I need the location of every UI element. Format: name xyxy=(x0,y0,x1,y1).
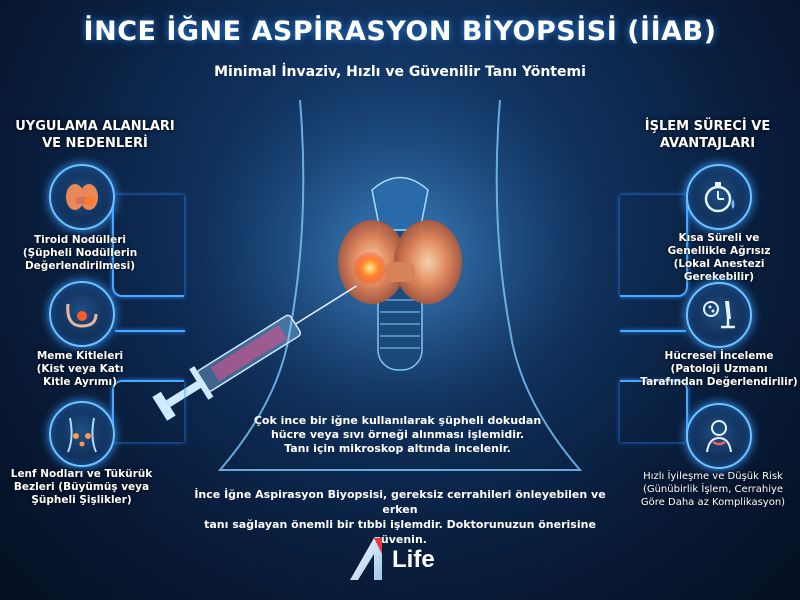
larynx xyxy=(371,176,429,231)
thyroid-isthmus xyxy=(385,262,415,282)
right-section-title: İŞLEM SÜRECİ VE AVANTAJLARI xyxy=(615,118,800,152)
connector-right-1 xyxy=(620,195,688,297)
logo-text: Life xyxy=(392,546,435,573)
right-title-line-2: AVANTAJLARI xyxy=(659,136,756,151)
left-title-line-1: UYGULAMA ALANLARI xyxy=(15,119,175,134)
neck-recovery-icon xyxy=(686,403,752,469)
life-logo: Life xyxy=(340,530,460,590)
left-title-line-2: VE NEDENLERİ xyxy=(42,136,148,151)
page-subtitle: Minimal İnvaziv, Hızlı ve Güvenilir Tanı… xyxy=(214,64,586,80)
bottom-note: İnce İğne Aspirasyon Biyopsisi, gereksiz… xyxy=(194,488,606,546)
neck-outline xyxy=(217,99,583,471)
left-item-3-label: Lenf Nodları ve Tükürük Bezleri (Büyümüş… xyxy=(10,468,153,506)
thyroid-right-lobe xyxy=(394,220,462,304)
lymph-node-icon xyxy=(49,401,115,467)
thyroid-icon xyxy=(49,164,115,230)
right-item-1-label: Kısa Süreli ve Genellikle Ağrısız (Lokal… xyxy=(667,232,771,283)
procedure-description: Çok ince bir iğne kullanılarak şüpheli d… xyxy=(253,414,542,455)
left-section-title: UYGULAMA ALANLARI VE NEDENLERİ xyxy=(0,118,190,152)
microscope-icon xyxy=(686,282,752,348)
stopwatch-icon xyxy=(686,164,752,230)
connector-left-2 xyxy=(115,330,185,332)
syringe-icon xyxy=(152,285,357,421)
connector-left-1 xyxy=(112,195,184,297)
page-title: İNCE İĞNE ASPİRASYON BİYOPSİSİ (İİAB) xyxy=(83,16,717,47)
nodule xyxy=(354,252,386,284)
connector-left-3 xyxy=(112,380,184,442)
right-item-3-label: Hızlı İyileşme ve Düşük Risk (Günübirlik… xyxy=(640,471,786,508)
right-title-line-1: İŞLEM SÜRECİ VE xyxy=(644,119,771,134)
left-item-1-label: Tiroid Nodülleri (Şüpheli Nodüllerin Değ… xyxy=(22,234,138,272)
logo-mark-icon xyxy=(350,538,382,580)
breast-icon xyxy=(49,281,115,347)
connector-right-2 xyxy=(620,330,686,332)
connector-right-3 xyxy=(620,380,688,442)
right-item-2-label: Hücresel İnceleme (Patoloji Uzmanı Taraf… xyxy=(640,350,798,388)
left-item-2-label: Meme Kitleleri (Kist veya Katı Kitle Ayr… xyxy=(36,350,124,388)
